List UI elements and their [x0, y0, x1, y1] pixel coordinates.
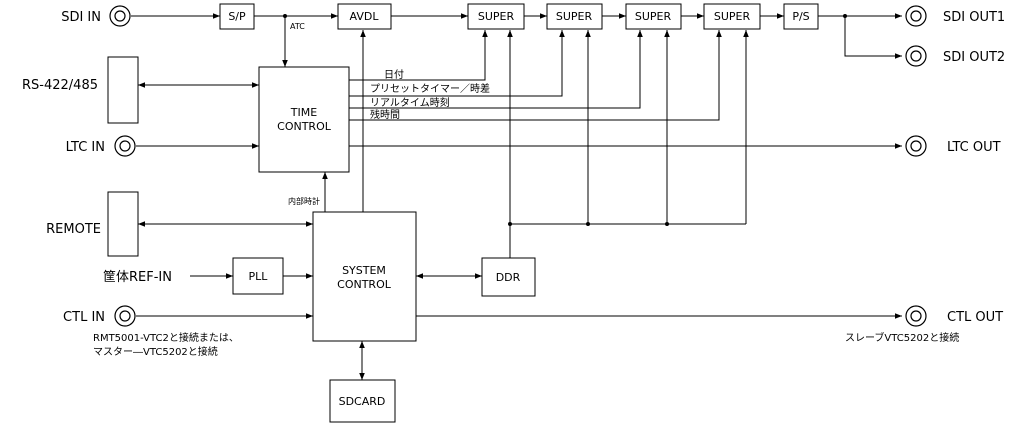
ctl-in-note-line1: RMT5001-VTC2と接続または、 — [93, 331, 239, 344]
super-block-3: SUPER — [625, 3, 682, 30]
system-control-block: SYSTEM CONTROL — [312, 211, 417, 342]
sdi-in-label: SDI IN — [61, 10, 101, 25]
remote-port-block — [107, 191, 139, 257]
sdi-out2-connector — [905, 45, 927, 67]
ddr-block: DDR — [481, 257, 536, 297]
ddr-label: DDR — [496, 271, 521, 284]
remote-label: REMOTE — [46, 222, 101, 237]
ctl-in-connector — [114, 305, 136, 327]
sp-label: S/P — [228, 10, 246, 23]
rs422-label: RS-422/485 — [22, 78, 98, 93]
system-control-label-1: SYSTEM — [342, 264, 386, 277]
ps-label: P/S — [792, 10, 809, 23]
ltc-in-connector — [114, 135, 136, 157]
avdl-label: AVDL — [350, 10, 380, 23]
ctl-in-label: CTL IN — [63, 310, 105, 325]
super-label-1: SUPER — [478, 10, 515, 23]
avdl-block: AVDL — [337, 3, 392, 30]
ltc-in-label: LTC IN — [66, 140, 105, 155]
ctl-out-connector — [905, 305, 927, 327]
time-control-label-2: CONTROL — [277, 120, 332, 133]
realtime-signal-label: リアルタイム時刻 — [370, 96, 450, 109]
sp-block: S/P — [219, 3, 255, 30]
ps-block: P/S — [783, 3, 819, 30]
sdi-out1-connector — [905, 5, 927, 27]
rs422-port-block — [107, 56, 139, 124]
time-control-block: TIME CONTROL — [258, 66, 350, 173]
sdcard-block: SDCARD — [329, 379, 396, 423]
ctl-out-label: CTL OUT — [947, 310, 1003, 325]
sdcard-label: SDCARD — [339, 395, 386, 408]
ltc-out-label: LTC OUT — [947, 140, 1001, 155]
ltc-out-connector — [905, 135, 927, 157]
preset-timer-signal-label: プリセットタイマー／時差 — [370, 82, 490, 95]
remaining-time-signal-label: 残時間 — [370, 108, 400, 121]
sdi-out2-label: SDI OUT2 — [943, 50, 1005, 65]
super-label-4: SUPER — [714, 10, 751, 23]
ctl-in-note-line2: マスター―VTC5202と接続 — [93, 345, 218, 358]
date-signal-label: 日付 — [384, 68, 404, 81]
time-control-label-1: TIME — [290, 106, 317, 119]
sdi-out1-label: SDI OUT1 — [943, 10, 1005, 25]
super-label-3: SUPER — [635, 10, 672, 23]
sdi-in-connector — [109, 5, 131, 27]
super-label-2: SUPER — [556, 10, 593, 23]
signal-wires — [131, 13, 902, 380]
ref-in-label: 筐体REF-IN — [103, 269, 172, 285]
super-block-2: SUPER — [546, 3, 603, 30]
atc-label: ATC — [290, 22, 305, 31]
super-block-1: SUPER — [467, 3, 525, 30]
system-control-label-2: CONTROL — [337, 278, 392, 291]
super-block-4: SUPER — [703, 3, 761, 30]
internal-clock-label: 内部時計 — [288, 196, 320, 206]
ctl-out-note: スレーブVTC5202と接続 — [845, 331, 959, 344]
pll-label: PLL — [249, 270, 269, 283]
pll-block: PLL — [232, 257, 284, 295]
